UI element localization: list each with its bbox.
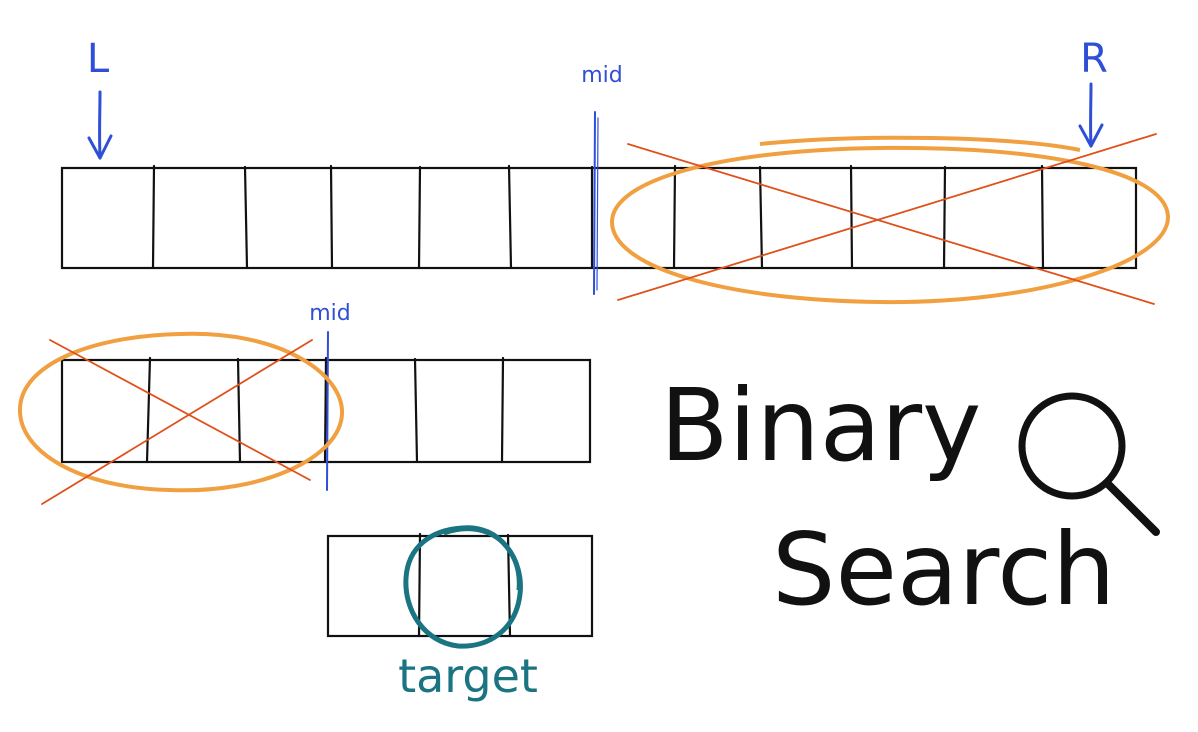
down-arrow-icon: [87, 90, 113, 160]
array-1-divider: [151, 164, 156, 270]
array-1-divider: [507, 164, 513, 270]
discarded-right-half: [609, 133, 1171, 305]
left-pointer-label: L: [87, 36, 110, 82]
array-3-frame: [326, 534, 594, 638]
discarded-left-part: [17, 331, 345, 505]
right-pointer-label: R: [1080, 36, 1108, 82]
discard-ellipse-stroke: [759, 135, 1081, 152]
mid-marker-2: mid: [309, 301, 351, 491]
array-1-frame: [60, 166, 1138, 270]
target-label: target: [398, 649, 538, 703]
right-pointer: R: [1078, 36, 1108, 148]
array-3-divider: [417, 532, 422, 638]
down-arrow-icon: [1078, 82, 1104, 148]
array-1-divider: [243, 165, 249, 270]
array-1-divider: [849, 164, 854, 270]
mid-label-2: mid: [309, 301, 351, 326]
target-marker: target: [398, 525, 538, 703]
mid-marker-1: mid: [581, 63, 623, 295]
mid-label-1: mid: [581, 63, 623, 88]
array-1-divider: [942, 165, 947, 270]
cross-line: [627, 143, 1155, 305]
cross-line: [49, 339, 311, 481]
array-2-divider: [145, 356, 152, 464]
final-array: [326, 532, 594, 638]
target-circle-stroke: [443, 528, 520, 591]
title: Binary Search: [660, 367, 1160, 628]
left-half-array: [60, 356, 592, 464]
title-line-2: Search: [772, 511, 1116, 628]
array-1-divider: [758, 165, 764, 270]
title-line-1: Binary: [660, 367, 981, 484]
array-2-divider: [413, 357, 419, 464]
array-1-divider: [1040, 164, 1045, 270]
full-array: [60, 164, 1138, 270]
array-1-divider: [672, 164, 677, 270]
cross-line: [41, 339, 313, 505]
discard-ellipse: [609, 145, 1171, 305]
magnifying-glass-icon: [1018, 392, 1160, 536]
array-1-divider: [329, 164, 334, 270]
left-pointer: L: [87, 36, 113, 160]
discard-ellipse: [17, 331, 345, 493]
array-2-divider: [500, 356, 505, 464]
array-2-divider: [236, 357, 242, 464]
cross-line: [617, 133, 1157, 301]
array-1-divider: [417, 165, 422, 270]
